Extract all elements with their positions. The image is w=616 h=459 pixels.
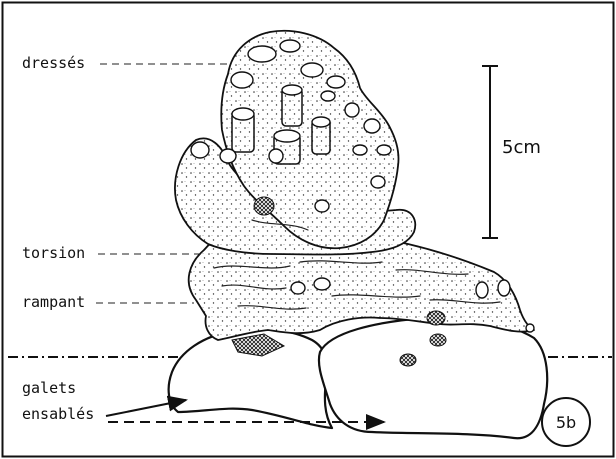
scale-bar [482, 66, 498, 238]
label-torsion: torsion [22, 244, 85, 262]
label-galets: galets [22, 379, 76, 397]
label-ensables: ensablés [22, 405, 94, 423]
figure-badge-label: 5b [556, 413, 576, 432]
label-dresses: dressés [22, 54, 85, 72]
label-rampant: rampant [22, 293, 85, 311]
scale-label: 5cm [502, 137, 541, 158]
